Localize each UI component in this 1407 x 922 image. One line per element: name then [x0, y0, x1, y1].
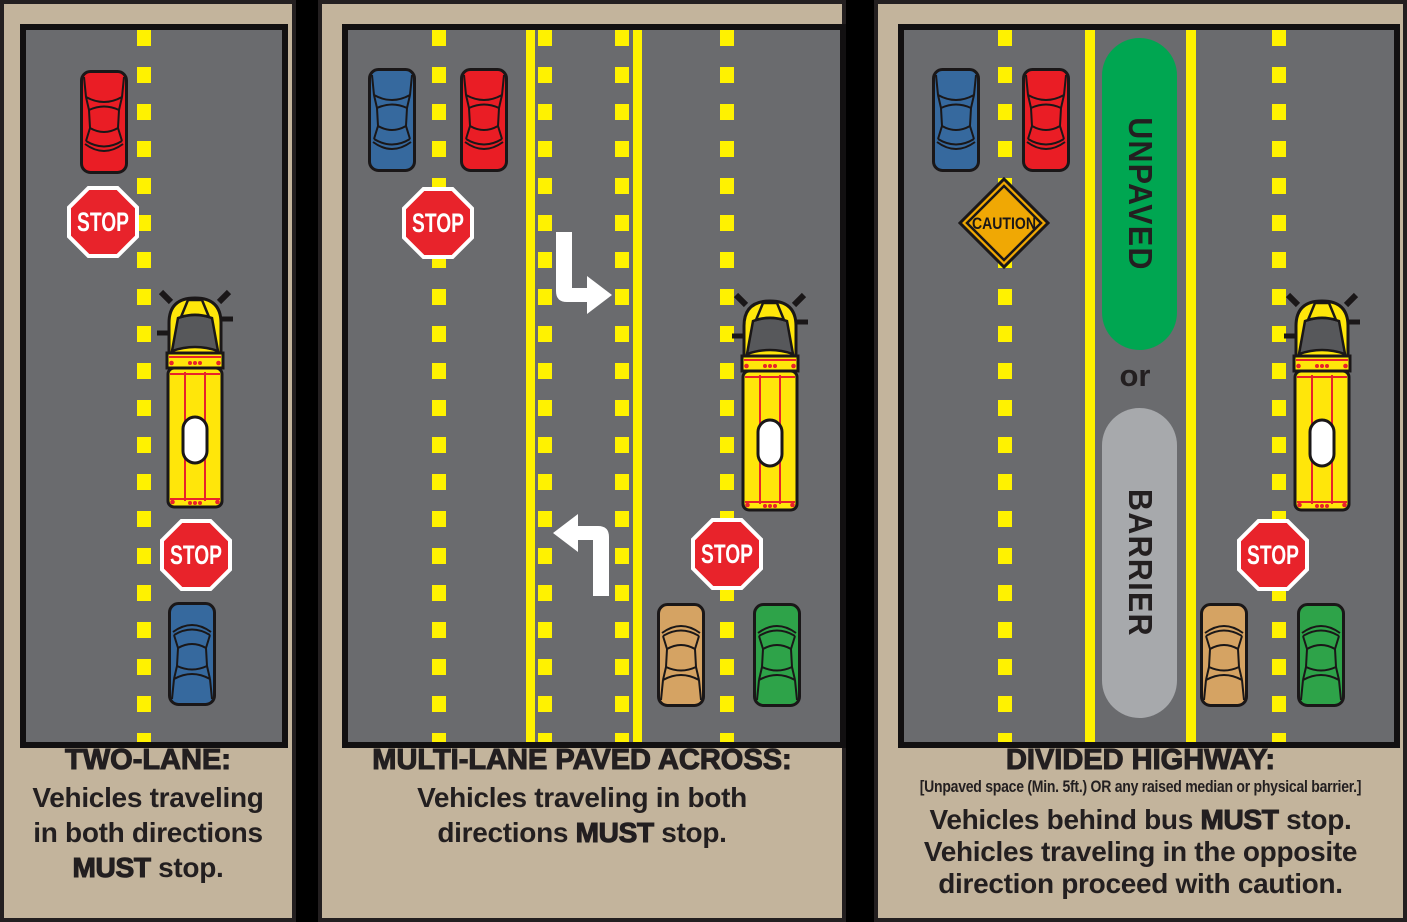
car-tan [657, 603, 705, 707]
road-multi-lane [342, 24, 846, 748]
caption-line: Vehicles traveling in the opposite [923, 836, 1358, 867]
lane-dashed-line [998, 30, 1012, 742]
solid-yellow-line [633, 30, 642, 742]
panel-multi-lane: MULTI-LANE PAVED ACROSS: Vehicles travel… [318, 0, 846, 922]
unpaved-label: UNPAVED [1122, 117, 1159, 271]
school-bus [157, 287, 233, 511]
lane-dashed-line [615, 30, 629, 742]
stop-sign [691, 518, 763, 590]
car-red [80, 70, 128, 174]
car-blue [368, 68, 416, 172]
panel-two-lane: TWO-LANE: Vehicles traveling in both dir… [0, 0, 296, 922]
panel-subtitle: [Unpaved space (Min. 5ft.) OR any raised… [919, 778, 1362, 796]
panel-divided-highway: UNPAVED or BARRIER DIVIDED HIGHWAY: [Unp… [874, 0, 1407, 922]
stop-sign [1237, 519, 1309, 591]
unpaved-median [1102, 38, 1177, 350]
caption-line: direction proceed with caution. [938, 868, 1343, 899]
car-blue [932, 68, 980, 172]
center-dashed-line [137, 30, 151, 742]
road-divided-highway: UNPAVED or BARRIER [898, 24, 1400, 748]
caption-line: MUST stop. [72, 851, 224, 883]
school-bus [1284, 290, 1360, 514]
panel-title: MULTI-LANE PAVED ACROSS: [372, 743, 793, 776]
car-green [753, 603, 801, 707]
caption-line: Vehicles behind bus MUST stop. [929, 803, 1352, 835]
solid-yellow-line [1186, 30, 1196, 742]
caption-line: Vehicles traveling in both [417, 782, 747, 813]
school-bus [732, 290, 808, 514]
panel-title: TWO-LANE: [64, 743, 231, 776]
caption-line: directions MUST stop. [437, 816, 727, 848]
car-red [1022, 68, 1070, 172]
car-green [1297, 603, 1345, 707]
stop-sign [402, 187, 474, 259]
car-blue [168, 602, 216, 706]
caption-line: in both directions [33, 817, 263, 848]
barrier-label: BARRIER [1122, 489, 1159, 637]
barrier-median [1102, 408, 1177, 718]
lane-dashed-line [538, 30, 552, 742]
left-turn-arrow-up [553, 514, 609, 596]
car-red [460, 68, 508, 172]
caption-line: Vehicles traveling [32, 782, 264, 813]
or-label: or [1119, 358, 1151, 393]
solid-yellow-line [1085, 30, 1095, 742]
road-two-lane [20, 24, 288, 748]
stop-sign [160, 519, 232, 591]
lane-dashed-line [432, 30, 446, 742]
caution-sign [958, 177, 1050, 269]
stop-sign [67, 186, 139, 258]
left-turn-arrow-down [556, 232, 612, 314]
panel-title: DIVIDED HIGHWAY: [1005, 743, 1276, 776]
solid-yellow-line [526, 30, 535, 742]
car-tan [1200, 603, 1248, 707]
